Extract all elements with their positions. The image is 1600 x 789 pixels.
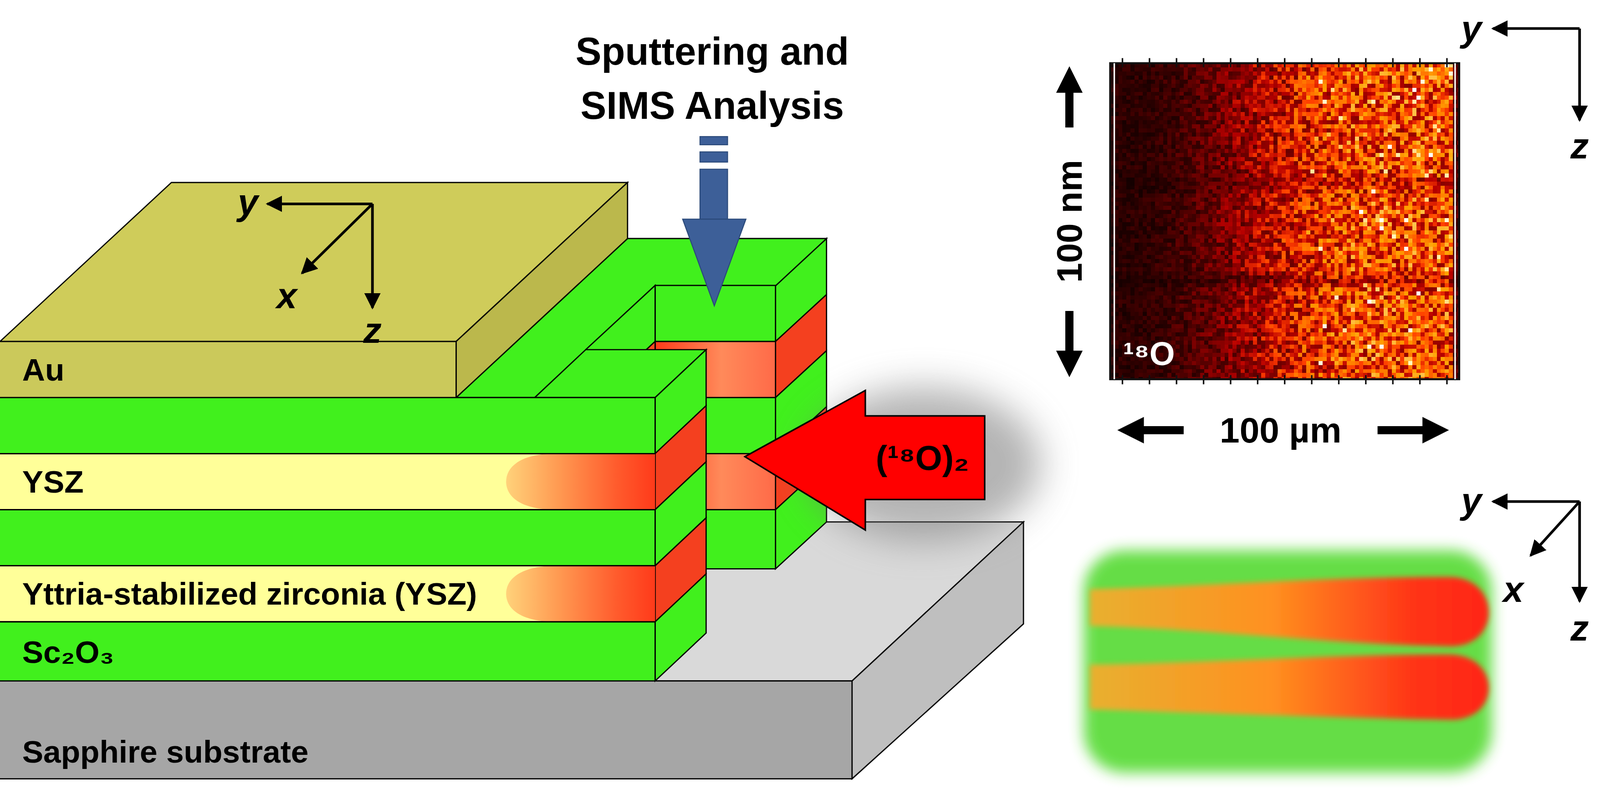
page: AuYSZYttria-stabilized zirconia (YSZ)Sc₂… bbox=[0, 0, 1600, 789]
